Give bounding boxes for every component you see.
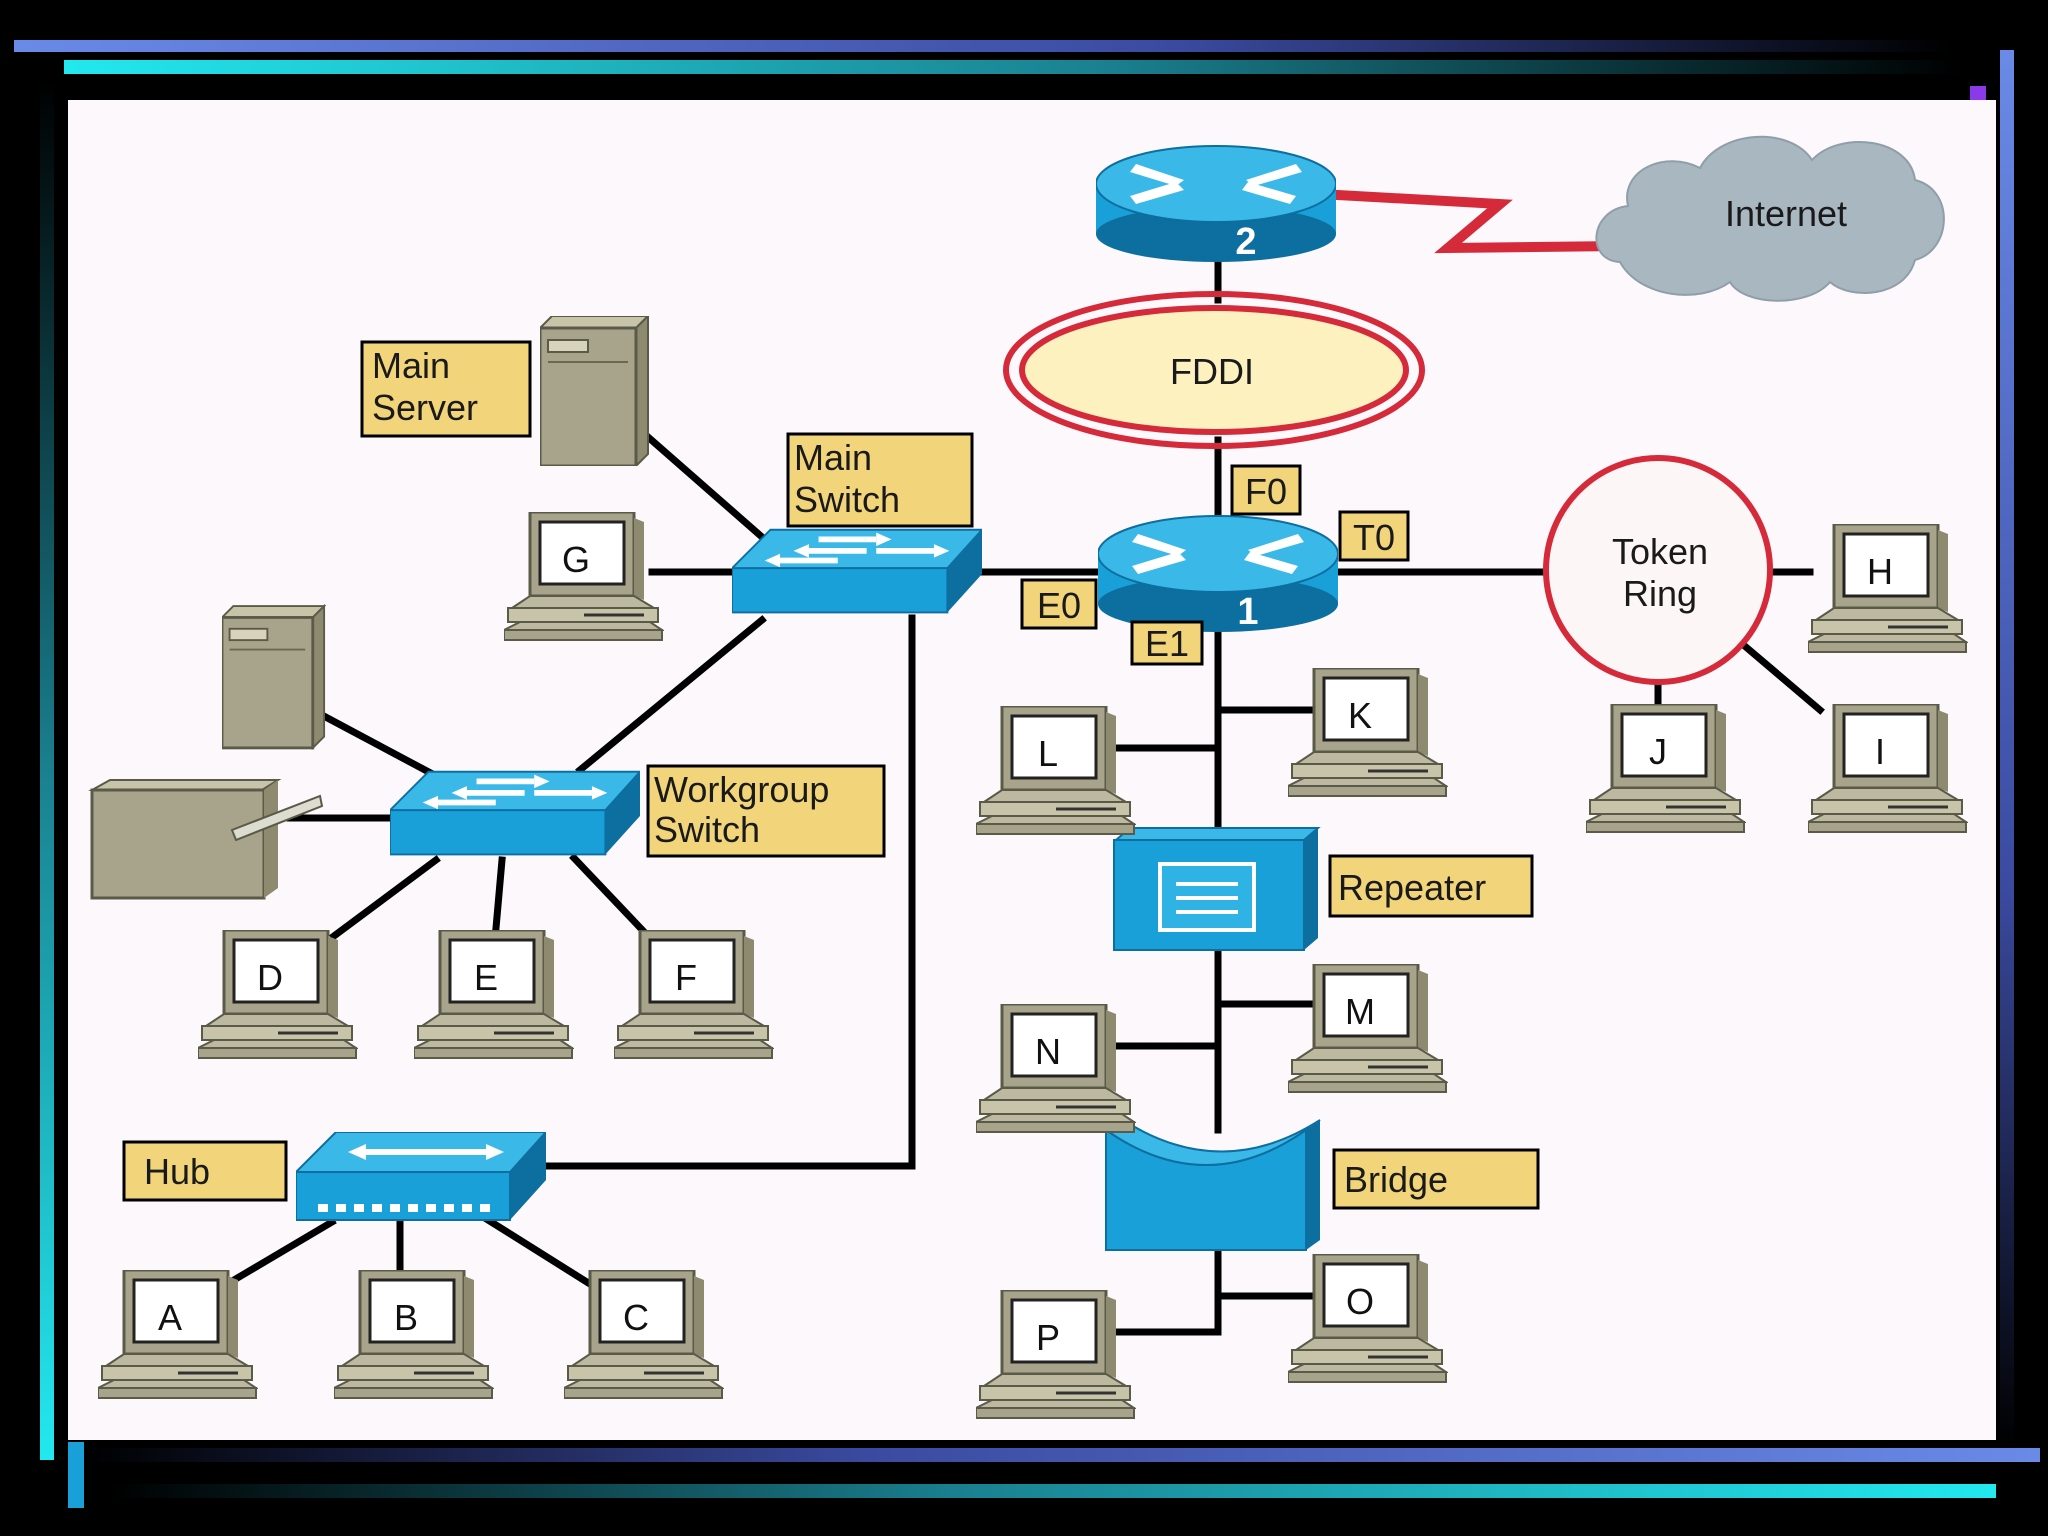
- computer-l[interactable]: L: [976, 706, 1136, 836]
- internet-label: Internet: [1725, 193, 1847, 234]
- repeater-label: Repeater: [1328, 854, 1534, 918]
- port-label-e0: E0: [1020, 578, 1098, 630]
- svg-text:O: O: [1346, 1281, 1374, 1322]
- internet-cloud: Internet: [1595, 135, 1945, 302]
- server-icon: [540, 316, 650, 466]
- frame-bar-right: [2000, 50, 2014, 1450]
- svg-text:P: P: [1036, 1317, 1060, 1358]
- svg-text:C: C: [623, 1297, 649, 1338]
- hub-label: Hub: [122, 1140, 288, 1202]
- links: [229, 189, 1825, 1336]
- svg-text:B: B: [394, 1297, 418, 1338]
- token-ring-label-line2: Ring: [1623, 573, 1697, 614]
- svg-text:D: D: [257, 957, 283, 998]
- svg-text:Bridge: Bridge: [1344, 1159, 1448, 1200]
- svg-text:Switch: Switch: [794, 479, 900, 520]
- svg-text:A: A: [158, 1297, 182, 1338]
- computer-k[interactable]: K: [1288, 668, 1448, 798]
- router-icon: [1098, 515, 1338, 632]
- svg-text:E1: E1: [1145, 623, 1189, 664]
- frame-bar-bottom-left: [68, 1442, 84, 1508]
- network-diagram: Internet 2 FDDI 1 F0 T0 E0 E1 Token Ring: [88, 135, 1968, 1420]
- frame-square-top-right: [1970, 86, 1986, 102]
- workgroup-switch[interactable]: [390, 772, 640, 855]
- port-label-f0: F0: [1230, 464, 1302, 516]
- repeater[interactable]: [1113, 827, 1321, 951]
- computer-m[interactable]: M: [1288, 964, 1448, 1094]
- switch-icon: [390, 772, 640, 855]
- main-switch-label: Main Switch: [786, 432, 974, 528]
- computer-n[interactable]: N: [976, 1004, 1136, 1134]
- svg-text:K: K: [1348, 695, 1372, 736]
- main-switch[interactable]: [732, 530, 982, 613]
- computer-b[interactable]: B: [334, 1270, 494, 1400]
- port-label-t0: T0: [1338, 510, 1410, 562]
- svg-text:E0: E0: [1037, 585, 1081, 626]
- router-2[interactable]: 2: [1096, 145, 1336, 263]
- svg-text:H: H: [1867, 551, 1893, 592]
- svg-text:Server: Server: [372, 387, 478, 428]
- frame-bar-left: [40, 80, 54, 1460]
- fddi-label: FDDI: [1170, 351, 1254, 392]
- hub[interactable]: [296, 1132, 546, 1220]
- router-icon: [1096, 145, 1336, 262]
- router-2-number: 2: [1235, 221, 1256, 263]
- printer-paper-icon: [230, 794, 324, 842]
- workgroup-switch-label: Workgroup Switch: [646, 764, 886, 858]
- frame-bar-top-outer: [14, 40, 1954, 52]
- wan-link: [1319, 189, 1621, 254]
- bridge[interactable]: [1104, 1116, 1321, 1251]
- svg-text:Repeater: Repeater: [1338, 867, 1486, 908]
- frame-bar-bottom-inner: [110, 1484, 1996, 1498]
- svg-text:N: N: [1035, 1031, 1061, 1072]
- svg-text:G: G: [562, 539, 590, 580]
- svg-text:E: E: [474, 957, 498, 998]
- svg-text:F0: F0: [1245, 471, 1287, 512]
- port-label-e1: E1: [1130, 620, 1204, 666]
- svg-text:M: M: [1345, 991, 1375, 1032]
- computer-p[interactable]: P: [976, 1290, 1136, 1420]
- svg-text:F: F: [675, 957, 697, 998]
- computer-i[interactable]: I: [1808, 704, 1968, 834]
- diagram-panel: Internet 2 FDDI 1 F0 T0 E0 E1 Token Ring: [68, 100, 1996, 1440]
- computer-a[interactable]: A: [98, 1270, 258, 1400]
- router-1-number: 1: [1237, 591, 1258, 633]
- computer-icon: [1808, 704, 1968, 834]
- router-1[interactable]: 1: [1098, 515, 1338, 633]
- svg-text:Switch: Switch: [654, 809, 760, 850]
- main-server-label: Main Server: [360, 340, 532, 438]
- computer-g[interactable]: G: [504, 512, 664, 642]
- switch-icon: [732, 530, 982, 613]
- fddi-ring: FDDI: [1003, 291, 1425, 449]
- svg-text:Workgroup: Workgroup: [654, 769, 829, 810]
- computer-f[interactable]: F: [614, 930, 774, 1060]
- svg-text:I: I: [1875, 731, 1885, 772]
- computer-c[interactable]: C: [564, 1270, 724, 1400]
- token-ring: Token Ring: [1543, 455, 1773, 685]
- workgroup-server[interactable]: [222, 604, 326, 750]
- hub-icon: [296, 1132, 546, 1220]
- server-icon: [222, 604, 326, 750]
- svg-text:T0: T0: [1353, 517, 1395, 558]
- bridge-label: Bridge: [1332, 1148, 1540, 1210]
- svg-text:L: L: [1038, 733, 1058, 774]
- printer[interactable]: [88, 779, 324, 900]
- svg-text:Hub: Hub: [144, 1151, 210, 1192]
- token-ring-label-line1: Token: [1612, 531, 1708, 572]
- svg-text:Main: Main: [794, 437, 872, 478]
- frame-bar-top-inner: [64, 60, 1964, 74]
- frame-bar-bottom-outer: [84, 1448, 2040, 1462]
- svg-text:J: J: [1649, 731, 1667, 772]
- computer-d[interactable]: D: [198, 930, 358, 1060]
- computer-h[interactable]: H: [1808, 524, 1968, 654]
- computer-o[interactable]: O: [1288, 1254, 1448, 1384]
- svg-text:Main: Main: [372, 345, 450, 386]
- computer-e[interactable]: E: [414, 930, 574, 1060]
- computer-j[interactable]: J: [1586, 704, 1746, 834]
- main-server[interactable]: [540, 316, 650, 466]
